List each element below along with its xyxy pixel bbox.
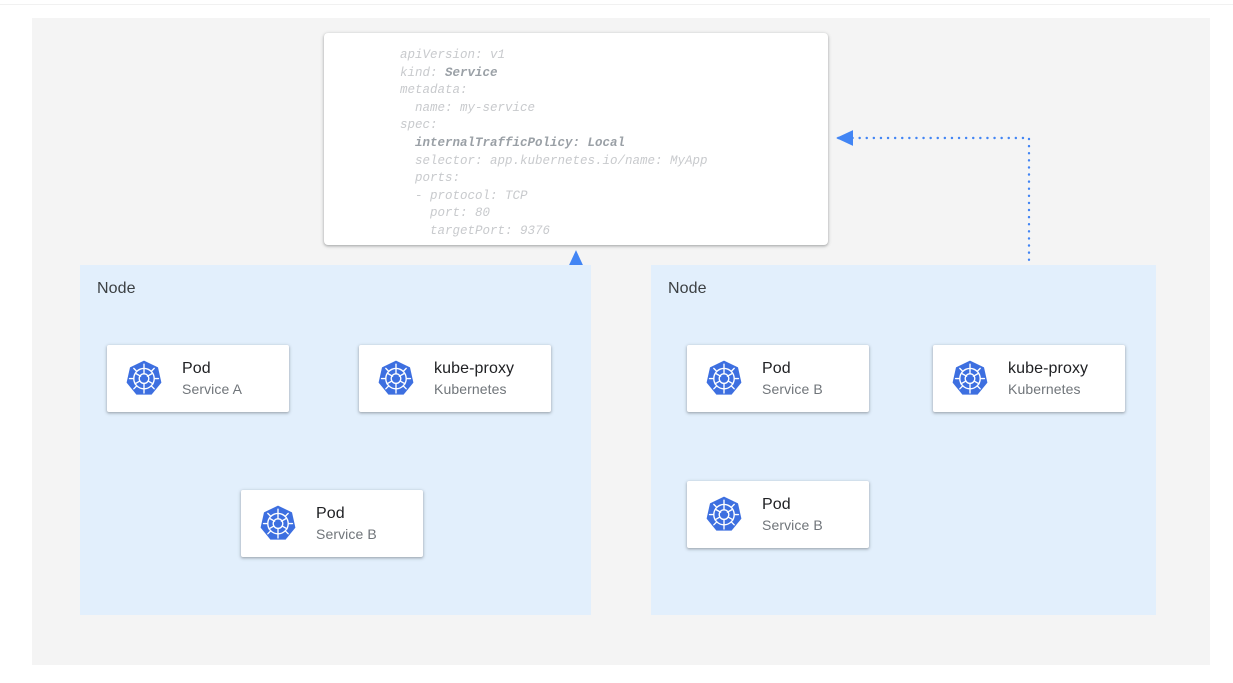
kubernetes-icon	[706, 360, 742, 395]
card-pod-service-b-right-top[interactable]: Pod Service B	[687, 345, 869, 412]
manifest-line: internalTrafficPolicy: Local	[400, 135, 708, 153]
manifest-line: selector: app.kubernetes.io/name: MyApp	[400, 153, 708, 168]
kubernetes-icon	[260, 505, 296, 540]
kubernetes-icon	[706, 496, 742, 531]
manifest-line: - protocol: TCP	[400, 188, 528, 203]
service-manifest-card: apiVersion: v1 kind: Service metadata: nam…	[324, 33, 828, 245]
diagram-canvas: Node Node	[32, 18, 1210, 665]
manifest-line: kind: Service	[400, 65, 498, 80]
card-text-block: kube-proxy Kubernetes	[434, 359, 514, 399]
manifest-line-emphasis: Service	[445, 65, 498, 80]
card-subtitle: Kubernetes	[434, 380, 507, 397]
card-pod-service-a[interactable]: Pod Service A	[107, 345, 289, 412]
manifest-line: spec:	[400, 118, 438, 133]
card-text-block: Pod Service A	[182, 359, 242, 399]
kubernetes-icon	[952, 360, 988, 395]
card-title: Pod	[762, 495, 791, 513]
card-title: Pod	[316, 504, 345, 522]
card-title: kube-proxy	[434, 359, 515, 377]
manifest-line: ports:	[400, 171, 461, 186]
card-title: kube-proxy	[1008, 359, 1089, 377]
node-label-right: Node	[668, 280, 707, 297]
manifest-line-emphasis: internalTrafficPolicy: Local	[415, 135, 626, 150]
manifest-line: metadata:	[400, 83, 468, 98]
card-pod-service-b-right-bottom[interactable]: Pod Service B	[687, 481, 869, 548]
manifest-line: name: my-service	[400, 100, 536, 115]
card-text-block: Pod Service B	[762, 495, 823, 535]
card-title: Pod	[762, 359, 791, 377]
manifest-line: apiVersion: v1	[400, 48, 506, 62]
node-container-left: Node	[80, 265, 591, 615]
card-subtitle: Service B	[762, 516, 823, 533]
manifest-line: targetPort: 9376	[400, 223, 551, 238]
card-text-block: kube-proxy Kubernetes	[1008, 359, 1088, 399]
kubernetes-icon	[126, 360, 162, 395]
manifest-line: port: 80	[400, 206, 491, 221]
card-subtitle: Service B	[316, 525, 377, 542]
card-subtitle: Kubernetes	[1008, 380, 1081, 397]
card-text-block: Pod Service B	[762, 359, 823, 399]
card-text-block: Pod Service B	[316, 504, 377, 544]
card-kube-proxy-right[interactable]: kube-proxy Kubernetes	[933, 345, 1125, 412]
card-subtitle: Service B	[762, 380, 823, 397]
node-container-right: Node	[651, 265, 1156, 615]
node-label-left: Node	[97, 280, 136, 297]
card-subtitle: Service A	[182, 380, 243, 397]
card-pod-service-b-left[interactable]: Pod Service B	[241, 490, 423, 557]
kubernetes-icon	[378, 360, 414, 395]
page-top-strip	[0, 0, 1233, 5]
card-kube-proxy-left[interactable]: kube-proxy Kubernetes	[359, 345, 551, 412]
service-manifest-text: apiVersion: v1 kind: Service metadata: nam…	[400, 47, 708, 241]
card-title: Pod	[182, 359, 211, 377]
